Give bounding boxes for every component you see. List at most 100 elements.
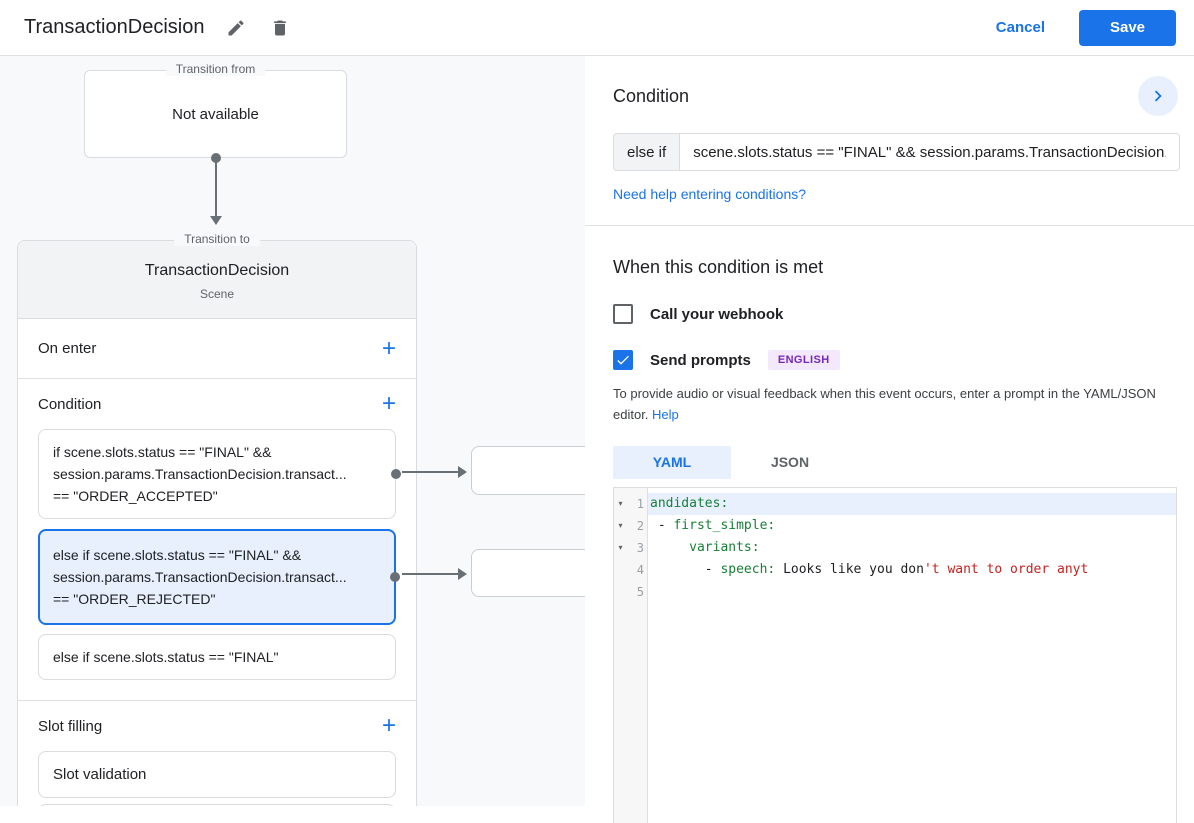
code-token: first_simple:	[673, 517, 776, 533]
editor-help-link[interactable]: Help	[652, 406, 679, 422]
fold-arrow-icon[interactable]: ▾	[618, 521, 623, 531]
code-token: speech:	[720, 561, 776, 577]
send-prompts-row: Send prompts ENGLISH	[613, 350, 1166, 370]
fold-arrow-icon[interactable]: ▾	[618, 543, 623, 553]
editor-gutter	[614, 487, 648, 823]
transition-to-legend: Transition to	[174, 232, 260, 246]
conditions-help-link[interactable]: Need help entering conditions?	[613, 186, 807, 202]
send-prompts-label: Send prompts	[650, 351, 751, 369]
condition-item-order-rejected-selected[interactable]: else if scene.slots.status == "FINAL" &&…	[38, 529, 400, 625]
code-token: -	[650, 561, 721, 577]
code-text[interactable]	[648, 581, 1176, 603]
line-number: 4	[636, 562, 644, 577]
condition-text-line: else if scene.slots.status == "FINAL" &&	[53, 547, 302, 563]
panel-divider	[585, 225, 1194, 226]
condition-item-final[interactable]: else if scene.slots.status == "FINAL"	[38, 634, 396, 680]
code-token: -	[650, 517, 674, 533]
add-slot-button[interactable]: +	[381, 712, 396, 739]
condition-section-header: Condition +	[18, 379, 416, 429]
add-on-enter-button[interactable]: +	[381, 334, 396, 362]
webhook-label: Call your webhook	[650, 305, 784, 323]
transition-to-card: Transition to TransactionDecision Scene …	[17, 232, 417, 806]
condition-heading: Condition	[613, 86, 690, 106]
transition-target-node[interactable]	[471, 549, 585, 597]
code-token: andidates:	[650, 495, 729, 511]
edit-icon[interactable]	[224, 16, 248, 40]
fold-arrow-icon[interactable]: ▾	[618, 499, 623, 509]
code-line: 5	[614, 581, 1176, 603]
page-title: TransactionDecision	[24, 16, 205, 38]
transition-arrowhead-icon	[458, 466, 467, 478]
editor-hint: To provide audio or visual feedback when…	[613, 384, 1175, 426]
code-text[interactable]: - first_simple:	[648, 515, 1176, 537]
code-text[interactable]: variants:	[648, 537, 1176, 559]
editor-hint-text: To provide audio or visual feedback when…	[613, 386, 1156, 422]
tab-yaml[interactable]: YAML	[613, 445, 731, 479]
code-token: variants:	[689, 539, 760, 555]
on-enter-label: On enter	[38, 340, 97, 357]
slot-filling-label: Slot filling	[38, 717, 103, 735]
condition-text-line: session.params.TransactionDecision.trans…	[53, 466, 347, 482]
transition-arrowhead-icon	[458, 568, 467, 580]
section-divider	[18, 700, 416, 701]
condition-text-line: else if scene.slots.status == "FINAL"	[53, 649, 279, 665]
scene-card-header: TransactionDecision Scene	[18, 241, 416, 319]
webhook-checkbox[interactable]	[613, 304, 633, 324]
condition-text-line: if scene.slots.status == "FINAL" &&	[53, 444, 272, 460]
connector-line	[215, 158, 217, 216]
code-text[interactable]: andidates:	[648, 492, 1176, 515]
gutter-cell: ▾ 1	[614, 493, 648, 515]
help-link-row: Need help entering conditions?	[613, 186, 1166, 204]
transition-target-node[interactable]	[471, 446, 585, 495]
send-prompts-checkbox[interactable]	[613, 350, 633, 370]
condition-operator-label: else if	[613, 133, 681, 171]
cancel-button[interactable]: Cancel	[995, 19, 1045, 36]
gutter-cell: 5	[614, 581, 648, 603]
condition-list: if scene.slots.status == "FINAL" && sess…	[38, 429, 401, 680]
scene-diagram-canvas: Transition from Not available Transition…	[0, 56, 585, 806]
scene-type-label: Scene	[199, 287, 235, 301]
gutter-cell: 4	[614, 559, 648, 581]
editor-tabs: YAML JSON	[613, 445, 1166, 479]
code-text[interactable]: - speech: Looks like you don't want to o…	[648, 559, 1176, 581]
code-line: ▾ 3 variants:	[614, 537, 1176, 559]
connector-dot	[390, 572, 400, 582]
slot-filling-section-header: Slot filling +	[18, 701, 416, 751]
condition-section-label: Condition	[38, 395, 102, 413]
code-line: 4 - speech: Looks like you don't want to…	[614, 559, 1176, 581]
line-number: 2	[636, 518, 644, 533]
chevron-right-icon[interactable]	[1138, 76, 1178, 116]
tab-json[interactable]: JSON	[770, 454, 810, 471]
when-met-heading: When this condition is met	[613, 257, 824, 277]
transition-from-content: Not available	[172, 105, 259, 123]
transition-arrow	[402, 471, 458, 473]
top-bar: TransactionDecision Cancel Save	[0, 0, 1194, 56]
line-number: 5	[636, 584, 644, 599]
scene-name: TransactionDecision	[144, 262, 290, 279]
yaml-code-editor[interactable]: ▾ 1 andidates: ▾ 2 - first_simple: ▾ 3 v…	[613, 486, 1177, 823]
line-number: 1	[636, 496, 644, 511]
trash-icon[interactable]	[268, 16, 292, 40]
condition-text-line: session.params.TransactionDecision.trans…	[53, 569, 347, 585]
slot-validation-item[interactable]: Slot validation	[38, 751, 396, 798]
condition-editor-panel: Condition else if Need help entering con…	[585, 56, 1194, 823]
connector-dot	[391, 469, 401, 479]
code-token	[650, 540, 689, 555]
on-enter-section: On enter +	[18, 319, 416, 379]
panel-header: Condition	[613, 76, 1178, 116]
condition-item-order-accepted[interactable]: if scene.slots.status == "FINAL" && sess…	[38, 429, 401, 519]
save-button[interactable]: Save	[1079, 9, 1176, 46]
gutter-cell: ▾ 2	[614, 515, 648, 537]
code-token: Looks like you don	[775, 561, 924, 577]
condition-expression-input[interactable]	[680, 133, 1180, 171]
code-rows: ▾ 1 andidates: ▾ 2 - first_simple: ▾ 3 v…	[614, 488, 1176, 603]
code-token: 't want to order anyt	[923, 561, 1089, 577]
transition-from-legend: Transition from	[165, 62, 266, 76]
code-line: ▾ 1 andidates:	[614, 492, 1176, 515]
line-number: 3	[636, 540, 644, 555]
add-condition-button[interactable]: +	[381, 390, 396, 417]
checkmark-icon	[617, 355, 629, 365]
code-line: ▾ 2 - first_simple:	[614, 515, 1176, 537]
transition-from-box: Transition from Not available	[84, 62, 347, 158]
transition-arrow	[402, 573, 458, 575]
